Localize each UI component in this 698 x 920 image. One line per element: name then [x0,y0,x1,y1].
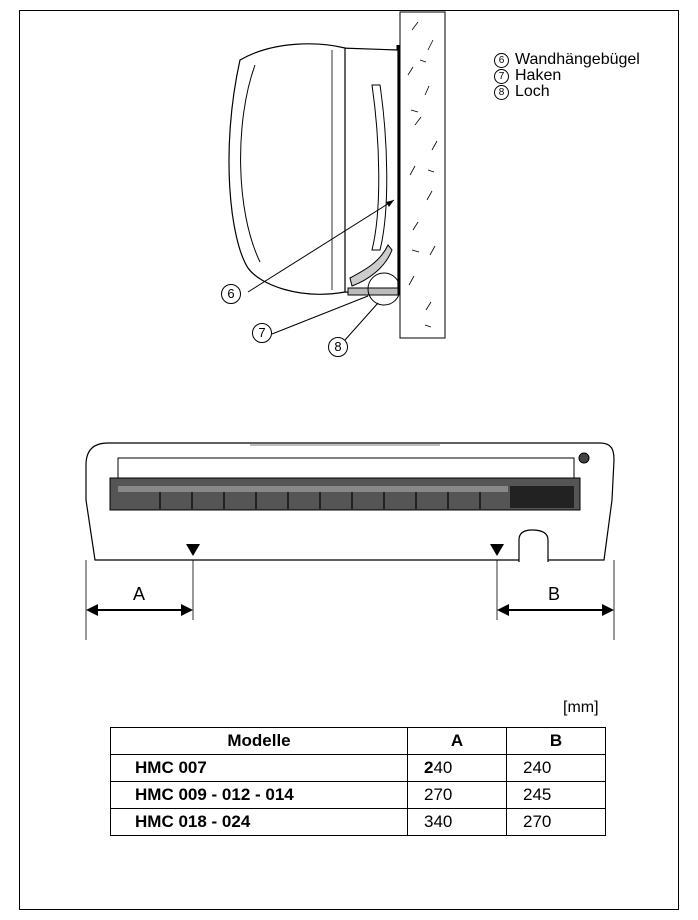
wall-hatching [407,21,438,328]
callout-7: 7 [252,323,272,343]
table-row: HMC 007 240 240 [110,754,606,782]
unit-label: [mm] [563,699,599,716]
leader-8 [344,302,379,341]
table-row: HMC 018 - 024 340 270 [110,808,606,836]
cover-inner-line [240,64,261,263]
hook [347,287,399,296]
legend-label: Haken [515,67,562,84]
header-models: Modelle [110,727,408,755]
table-header-row: Modelle A B [110,727,606,755]
louver-area [109,477,581,511]
legend-item: 7 Haken [494,68,640,84]
cell-a: 240 [407,754,507,782]
louver-blades [159,489,481,509]
unit-body-side [339,47,399,296]
cell-b: 240 [506,754,606,782]
cell-a: 340 [407,808,507,836]
cell-a: 270 [407,781,507,809]
wall-section [399,11,446,339]
table-row: HMC 009 - 012 - 014 270 245 [110,781,606,809]
cell-model: HMC 018 - 024 [110,808,408,836]
hole-detail-circle [367,272,401,306]
dimension-label-a: A [133,584,146,604]
header-b: B [506,727,606,755]
cell-a-rest: 40 [433,758,453,777]
legend-label: Wandhängebügel [515,51,640,68]
legend: 6 Wandhängebügel 7 Haken 8 Loch [494,52,640,100]
air-outlet [117,457,575,479]
dimension-label-b: B [548,584,561,604]
marker-b [490,544,504,556]
legend-label: Loch [515,83,550,100]
legend-number: 7 [494,68,509,84]
leader-7 [271,295,369,335]
legend-item: 6 Wandhängebügel [494,52,640,68]
callout-8: 8 [328,337,348,357]
display-panel [510,486,574,508]
legend-item: 8 Loch [494,84,640,100]
cell-model: HMC 007 [110,754,408,782]
legend-number: 8 [494,84,509,100]
drain-tray [349,244,393,287]
cell-b: 270 [506,808,606,836]
callout-6: 6 [221,284,241,304]
heat-exchanger [371,84,388,251]
cell-b: 245 [506,781,606,809]
header-a: A [407,727,507,755]
leader-6 [247,199,395,293]
cell-a-rest: 340 [424,812,453,831]
model-dimensions-table: Modelle A B HMC 007 240 240 HMC 009 - 01… [110,727,606,836]
cell-a-bold-part: 2 [424,758,434,777]
marker-a [186,544,200,556]
cell-model: HMC 009 - 012 - 014 [110,781,408,809]
page-frame [19,10,679,910]
pipe-outlet [518,529,549,562]
cell-a-rest: 270 [424,785,453,804]
unit-front-cover [228,43,346,295]
indicator-light [578,452,590,464]
legend-number: 6 [494,52,509,68]
